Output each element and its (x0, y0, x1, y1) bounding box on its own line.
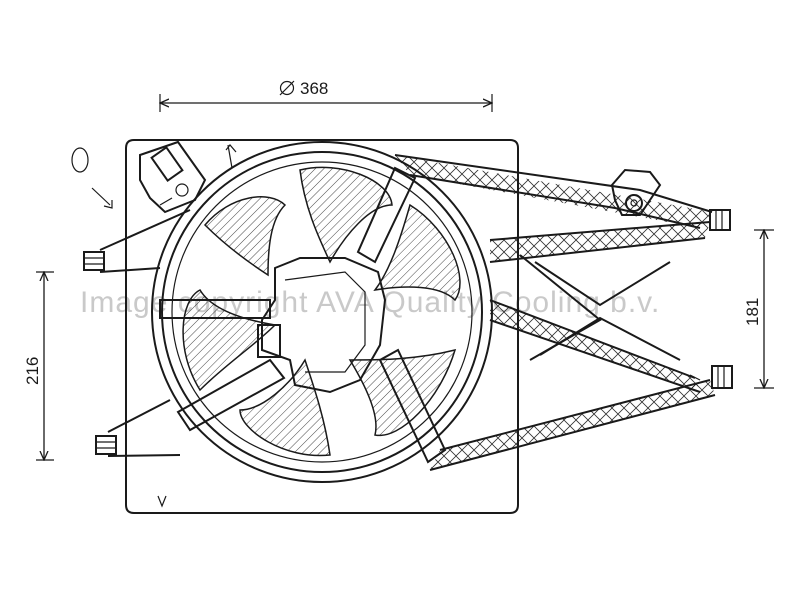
harness-clip (610, 168, 662, 216)
electrical-connector (139, 140, 207, 214)
motor-spokes (159, 166, 447, 464)
height-left-value: 216 (23, 357, 42, 385)
bracket-mark (689, 374, 701, 381)
left-bracket-arms (99, 209, 191, 457)
fan-blades (182, 166, 461, 457)
watermark-text: Image copyright AVA Quality Cooling b.v. (80, 286, 660, 319)
fan-ring (151, 141, 493, 483)
rotation-marker-icon (71, 147, 113, 209)
shroud-frame (125, 139, 519, 514)
wire-stub (227, 144, 233, 169)
dimension-height-left: 216 (23, 272, 54, 460)
dimension-height-right: 181 (743, 230, 774, 388)
mounting-lug-bottom-right (711, 365, 733, 389)
drain-mark (157, 495, 167, 508)
motor-hub (257, 257, 387, 394)
dimension-diameter: 368 (160, 79, 492, 112)
mounting-bracket (394, 154, 716, 471)
mounting-lug-top-right (709, 209, 731, 231)
diameter-symbol-icon (279, 80, 295, 96)
mounting-lug-bottom-left (95, 435, 117, 455)
mounting-lug-top-left (83, 251, 105, 271)
height-right-value: 181 (743, 298, 762, 326)
wire-tip (225, 144, 237, 153)
diameter-value: 368 (300, 79, 328, 98)
